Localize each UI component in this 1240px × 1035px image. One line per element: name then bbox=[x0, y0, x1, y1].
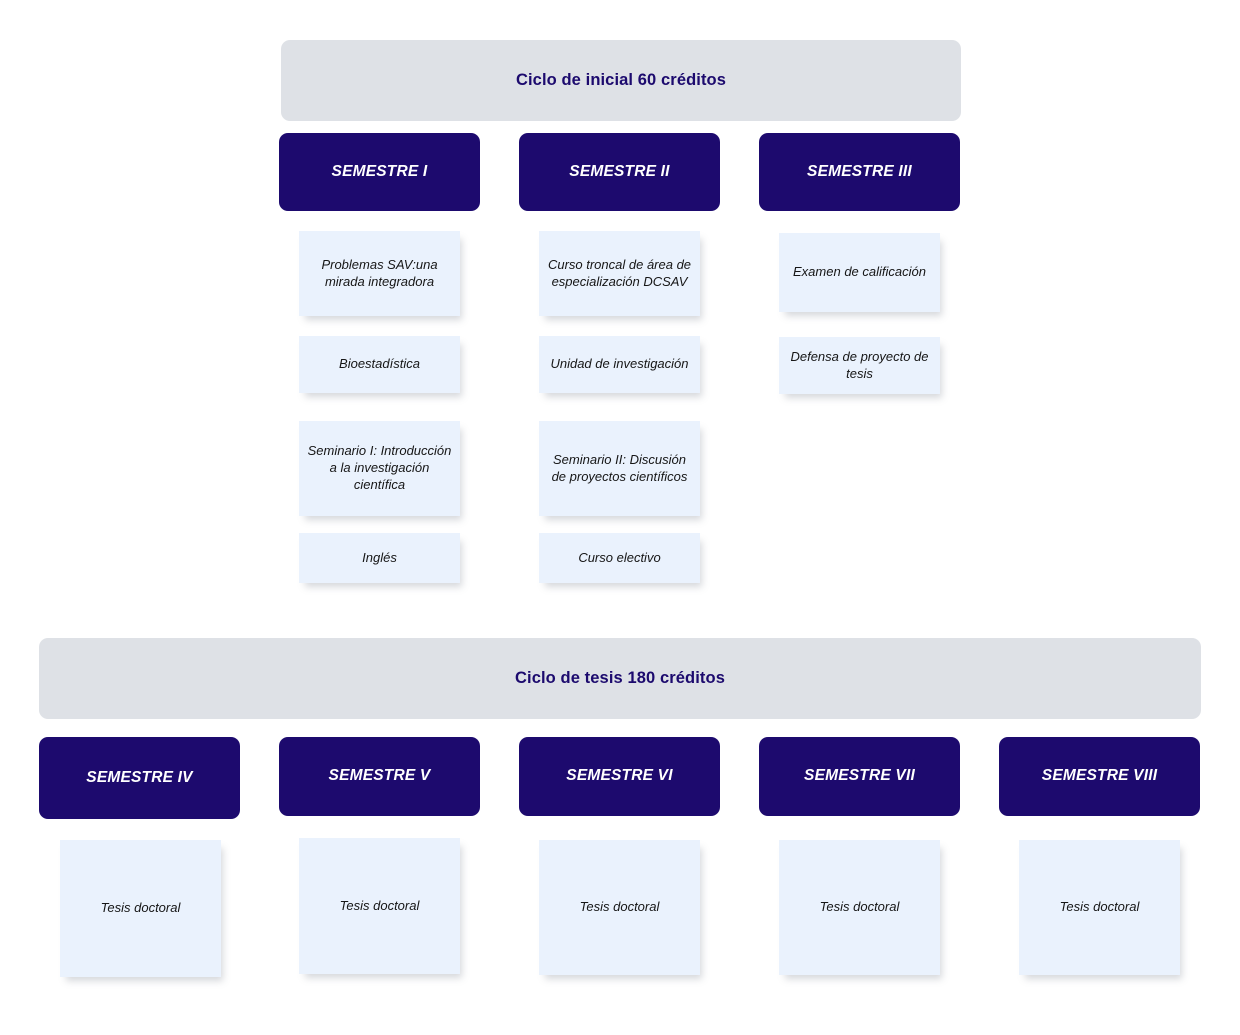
course-card[interactable]: Curso electivo bbox=[539, 533, 700, 583]
course-card[interactable]: Inglés bbox=[299, 533, 460, 583]
course-card[interactable]: Seminario II: Discusión de proyectos cie… bbox=[539, 421, 700, 516]
course-card[interactable]: Defensa de proyecto de tesis bbox=[779, 337, 940, 394]
course-card-label: Inglés bbox=[362, 549, 397, 565]
course-card[interactable]: Unidad de investigación bbox=[539, 336, 700, 393]
semester-chip-label: SEMESTRE VII bbox=[804, 767, 915, 785]
course-card-label: Tesis doctoral bbox=[579, 899, 660, 915]
course-card-label: Unidad de investigación bbox=[550, 356, 689, 372]
semester-chip-viii[interactable]: SEMESTRE VIII bbox=[999, 737, 1200, 816]
course-card-label: Examen de calificación bbox=[793, 264, 926, 280]
course-card-label: Curso troncal de área de especialización… bbox=[547, 256, 692, 289]
course-card[interactable]: Curso troncal de área de especialización… bbox=[539, 231, 700, 316]
course-card-label: Tesis doctoral bbox=[339, 897, 420, 913]
semester-chip-label: SEMESTRE V bbox=[328, 767, 431, 785]
course-card[interactable]: Problemas SAV:una mirada integradora bbox=[299, 231, 460, 316]
semester-chip-label: SEMESTRE III bbox=[807, 162, 912, 180]
cycle-banner-thesis: Ciclo de tesis 180 créditos bbox=[39, 638, 1201, 719]
course-card[interactable]: Tesis doctoral bbox=[299, 838, 460, 974]
course-card-label: Seminario I: Introducción a la investiga… bbox=[307, 443, 452, 492]
semester-chip-i[interactable]: SEMESTRE I bbox=[279, 133, 480, 211]
course-card[interactable]: Seminario I: Introducción a la investiga… bbox=[299, 421, 460, 516]
course-card-label: Defensa de proyecto de tesis bbox=[790, 348, 929, 381]
course-card-label: Curso electivo bbox=[578, 549, 661, 565]
semester-chip-vii[interactable]: SEMESTRE VII bbox=[759, 737, 960, 816]
cycle-banner-label: Ciclo de inicial 60 créditos bbox=[515, 70, 727, 89]
semester-chip-iii[interactable]: SEMESTRE III bbox=[759, 133, 960, 211]
course-card-label: Tesis doctoral bbox=[1059, 899, 1140, 915]
course-card-label: Tesis doctoral bbox=[100, 900, 181, 916]
semester-chip-ii[interactable]: SEMESTRE II bbox=[519, 133, 720, 211]
course-card-label: Problemas SAV:una mirada integradora bbox=[321, 256, 438, 289]
semester-chip-label: SEMESTRE VIII bbox=[1041, 767, 1158, 785]
course-card[interactable]: Examen de calificación bbox=[779, 233, 940, 312]
course-card-label: Tesis doctoral bbox=[819, 899, 900, 915]
semester-chip-vi[interactable]: SEMESTRE VI bbox=[519, 737, 720, 816]
cycle-banner-label: Ciclo de tesis 180 créditos bbox=[515, 668, 725, 687]
semester-chip-v[interactable]: SEMESTRE V bbox=[279, 737, 480, 816]
cycle-banner-initial: Ciclo de inicial 60 créditos bbox=[281, 40, 961, 121]
course-card[interactable]: Tesis doctoral bbox=[1019, 840, 1180, 975]
course-card[interactable]: Tesis doctoral bbox=[60, 840, 221, 977]
course-card[interactable]: Bioestadística bbox=[299, 336, 460, 393]
course-card-label: Bioestadística bbox=[339, 356, 420, 372]
semester-chip-label: SEMESTRE II bbox=[569, 162, 670, 180]
semester-chip-iv[interactable]: SEMESTRE IV bbox=[39, 737, 240, 819]
semester-chip-label: SEMESTRE I bbox=[331, 162, 428, 180]
course-card[interactable]: Tesis doctoral bbox=[539, 840, 700, 975]
semester-chip-label: SEMESTRE IV bbox=[86, 768, 193, 786]
semester-chip-label: SEMESTRE VI bbox=[566, 767, 673, 785]
course-card-label: Seminario II: Discusión de proyectos cie… bbox=[551, 451, 688, 484]
course-card[interactable]: Tesis doctoral bbox=[779, 840, 940, 975]
